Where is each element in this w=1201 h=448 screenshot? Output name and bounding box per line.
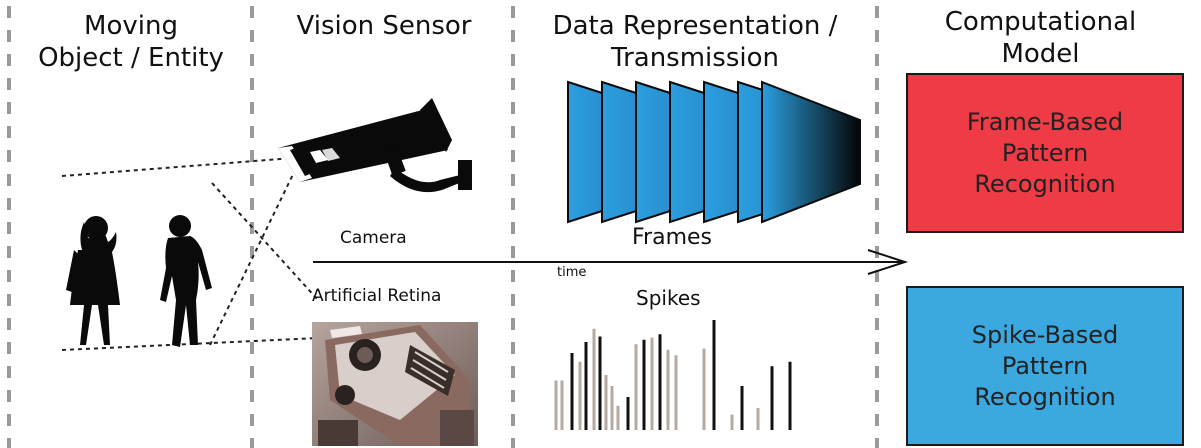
column-title-sensor: Vision Sensor [296, 11, 472, 41]
spikes-label: Spikes [636, 286, 701, 310]
column-title-object: Moving Object / Entity [38, 11, 224, 73]
spike-train [554, 320, 792, 430]
retina-label: Artificial Retina [312, 286, 442, 306]
column-title-model: Computational Model [944, 7, 1137, 69]
spike-based-box: Spike-Based Pattern Recognition [906, 286, 1184, 446]
frame-based-label: Frame-Based Pattern Recognition [966, 107, 1124, 198]
frames-stack [567, 80, 861, 224]
time-label: time [557, 265, 587, 280]
spike-based-label: Spike-Based Pattern Recognition [971, 320, 1119, 411]
column-title-representation: Data Representation / Transmission [552, 11, 838, 73]
frames-label: Frames [632, 225, 713, 250]
walking-people-silhouette-icon [66, 215, 212, 347]
camera-label: Camera [340, 228, 407, 248]
time-arrow [313, 249, 909, 275]
security-camera-icon [278, 98, 472, 193]
frame-based-box: Frame-Based Pattern Recognition [906, 73, 1184, 233]
frame-last [761, 80, 861, 224]
retina-chip-photo-icon [312, 322, 478, 446]
